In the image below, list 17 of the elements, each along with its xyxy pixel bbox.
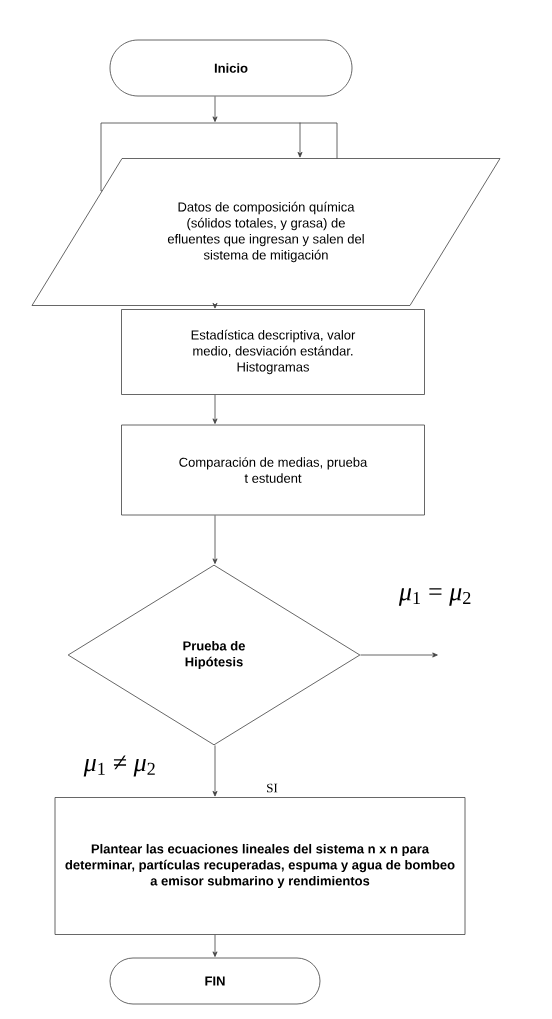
- arrow: [212, 515, 218, 564]
- process-box: Plantear las ecuaciones lineales del sistema n x n para determinar, partículas recuperadas, espuma y agua de bombeo a emisor submarino y rendimientos: [54, 797, 466, 935]
- arrow: [212, 302, 218, 309]
- process-box: Estadística descriptiva, valor medio, desviación estándar. Histogramas: [121, 309, 425, 395]
- arrow: [360, 652, 438, 658]
- branch-label: SI: [267, 783, 278, 793]
- process-box: Comparación de medias, prueba t estudent: [121, 424, 425, 516]
- arrow: [297, 122, 303, 158]
- arrow: [212, 394, 218, 424]
- arrow: [212, 745, 218, 797]
- edge-label: μ$_{1}$ ≠ μ$_{2}$: [82, 754, 158, 778]
- terminal-box: FIN: [109, 957, 321, 1005]
- arrow: [212, 96, 218, 122]
- data-parallelogram: Datos de composición química (sólidos totales, y grasa) de efluentes que ingresan y salen del sistema de mitigación: [31, 158, 501, 306]
- terminal-box: Inicio: [109, 39, 353, 97]
- arrow: [212, 934, 218, 957]
- edge-label: μ$_{1}$ = μ$_{2}$: [397, 587, 473, 607]
